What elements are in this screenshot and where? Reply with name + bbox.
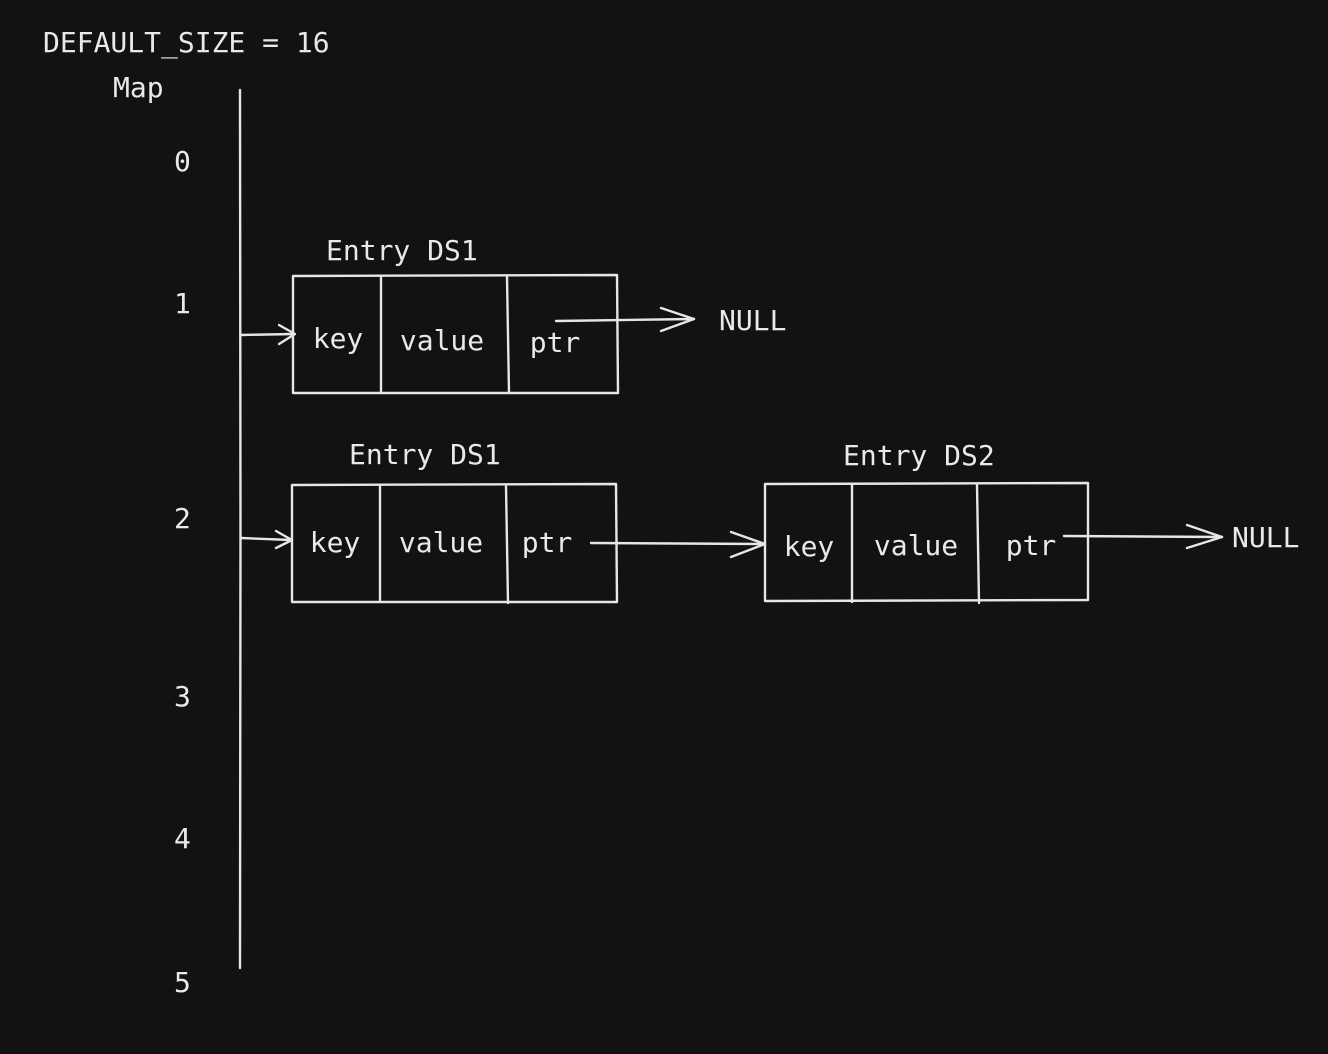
- entry-field-key: key: [309, 526, 361, 559]
- map-label: Map: [113, 71, 164, 104]
- default-size-label: DEFAULT_SIZE = 16: [43, 26, 330, 59]
- null-label-row2: NULL: [1232, 521, 1300, 554]
- arrow-row1-ptr-to-null: [554, 317, 696, 323]
- arrow-bucket1-to-entry: [239, 332, 296, 337]
- entry-title-row1: Entry DS1: [326, 234, 478, 267]
- entry-field-ptr: ptr: [521, 526, 573, 559]
- bucket-index-3: 3: [174, 680, 191, 713]
- entry-field-key: key: [312, 322, 364, 355]
- entry-box-row1: [291, 273, 620, 395]
- entry-field-value: value: [873, 529, 959, 562]
- entry-box-row2-second: [763, 481, 1090, 605]
- bucket-index-5: 5: [174, 966, 191, 999]
- arrow-row1-null-head: [659, 306, 696, 333]
- arrow-bucket2-to-entry: [239, 536, 293, 542]
- null-label-row1: NULL: [719, 304, 787, 337]
- entry-title-row2-second: Entry DS2: [843, 439, 995, 472]
- entry-field-value: value: [398, 526, 484, 559]
- bucket-index-4: 4: [174, 822, 191, 855]
- entry-field-key: key: [783, 530, 835, 563]
- arrow-row2-ptr-to-next: [589, 541, 767, 546]
- arrow-bucket1-head: [277, 323, 297, 346]
- bucket-index-1: 1: [174, 287, 191, 320]
- entry-field-ptr: ptr: [529, 326, 581, 359]
- entry-title-row2-first: Entry DS1: [349, 438, 501, 471]
- bucket-index-0: 0: [174, 145, 191, 178]
- entry-field-value: value: [399, 324, 485, 357]
- entry-box-row2-first: [290, 482, 619, 605]
- arrow-row2-ptr-to-null: [1062, 534, 1224, 539]
- map-bucket-line: [238, 88, 242, 970]
- entry-field-ptr: ptr: [1005, 529, 1057, 562]
- bucket-index-2: 2: [174, 502, 191, 535]
- arrow-row2-null-head: [1185, 523, 1224, 550]
